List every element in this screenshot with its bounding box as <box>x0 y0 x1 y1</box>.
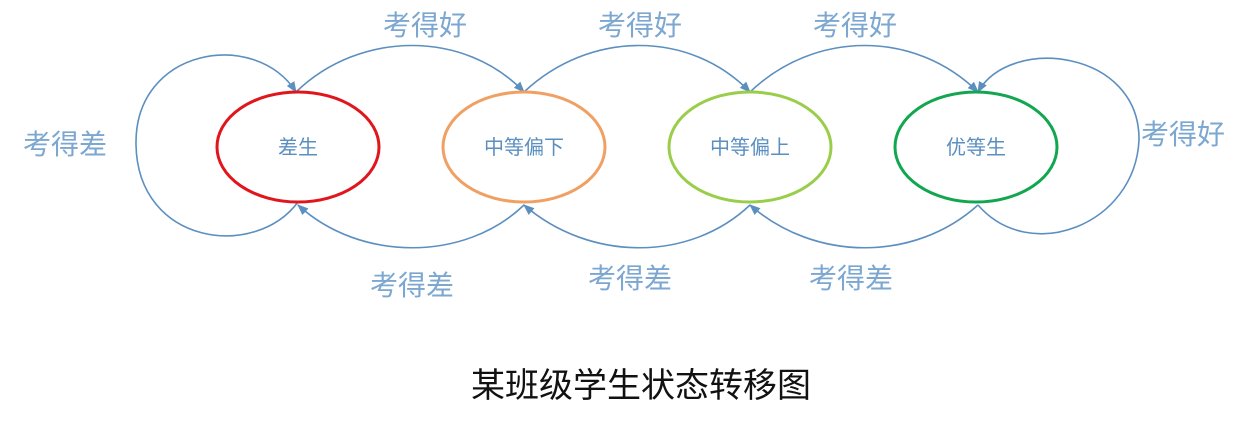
edge-self-loop-right <box>977 57 1140 235</box>
edge-label-down-1: 考得差 <box>370 269 454 302</box>
edge-up-1 <box>295 44 525 93</box>
node-excellent-student: 优等生 <box>893 90 1059 204</box>
node-lower-middle-student: 中等偏下 <box>441 90 607 204</box>
edge-label-self-loop-right: 考得好 <box>1141 118 1225 151</box>
diagram-caption: 某班级学生状态转移图 <box>471 366 811 406</box>
edge-up-2 <box>523 44 751 93</box>
node-label: 中等偏上 <box>710 135 790 159</box>
edge-down-2 <box>523 204 751 249</box>
edge-label-self-loop-left: 考得差 <box>23 128 107 161</box>
edge-up-3 <box>749 44 979 93</box>
edge-label-down-2: 考得差 <box>588 262 672 295</box>
edge-label-up-2: 考得好 <box>598 9 682 42</box>
edge-label-down-3: 考得差 <box>809 262 893 295</box>
node-poor-student: 差生 <box>215 90 381 204</box>
edge-down-3 <box>749 204 979 249</box>
node-label: 中等偏下 <box>484 135 564 159</box>
edge-label-up-1: 考得好 <box>383 9 467 42</box>
node-label: 优等生 <box>946 135 1006 159</box>
edge-label-up-3: 考得好 <box>813 9 897 42</box>
edge-down-1 <box>297 204 525 249</box>
edge-self-loop-left <box>135 54 299 237</box>
node-upper-middle-student: 中等偏上 <box>667 90 833 204</box>
node-label: 差生 <box>278 135 318 159</box>
